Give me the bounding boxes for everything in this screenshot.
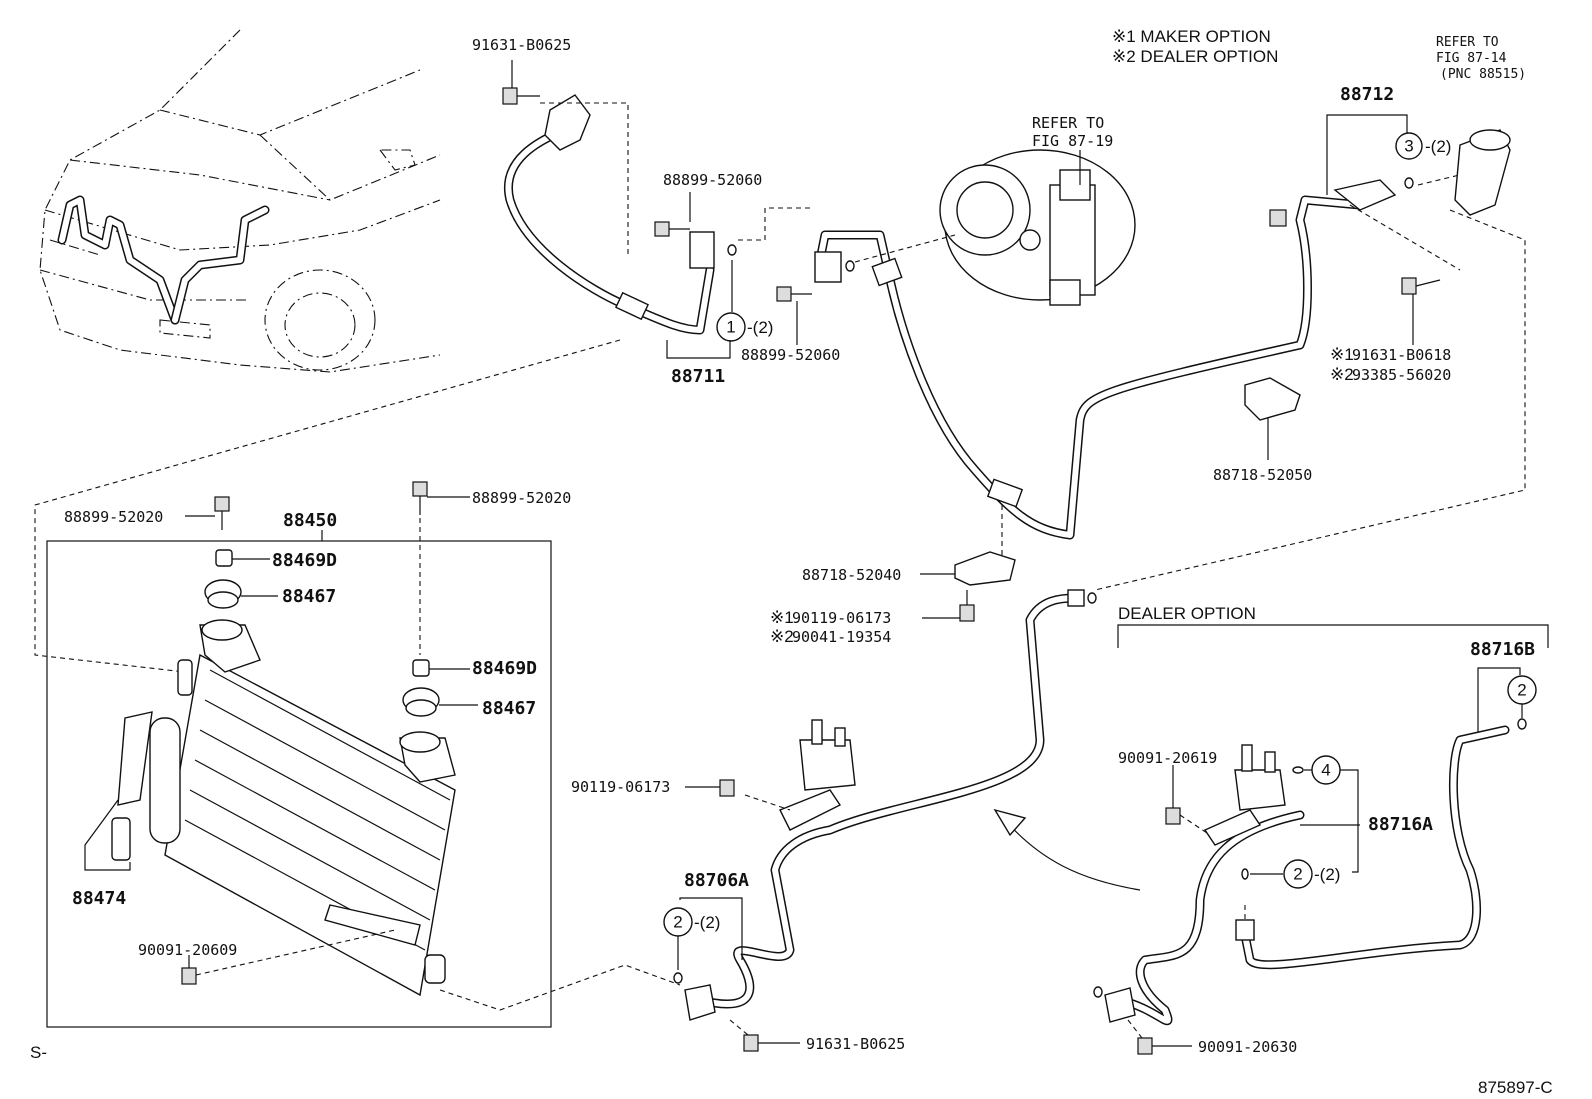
part-90041-19354: 90041-19354 <box>792 628 891 646</box>
pipe-88706A <box>684 589 1097 1021</box>
part-88899-52060-b: 88899-52060 <box>741 346 840 364</box>
callout-2-c-qty: -(2) <box>1314 865 1340 884</box>
part-88711: 88711 <box>671 366 725 387</box>
mark-1-a: ※1 <box>1330 345 1354 364</box>
part-88718-52050: 88718-52050 <box>1213 466 1312 484</box>
pipe-88716B <box>1235 725 1510 970</box>
dealer-option-note: ※2 DEALER OPTION <box>1112 47 1278 66</box>
part-88469D-b: 88469D <box>472 658 537 679</box>
bolt-90091-20619 <box>1165 765 1181 825</box>
refer-to-label-2: REFER TO <box>1436 35 1499 50</box>
compressor <box>939 149 1136 306</box>
part-88712: 88712 <box>1340 84 1394 105</box>
condenser-group-frame <box>46 540 552 1028</box>
hose-88711 <box>503 94 737 335</box>
part-90119-06173-a: 90119-06173 <box>792 609 891 627</box>
part-88716B: 88716B <box>1470 639 1535 660</box>
part-88899-52020-b: 88899-52020 <box>472 489 571 507</box>
clamp-88718-52040 <box>920 551 1016 586</box>
part-90091-20630: 90091-20630 <box>1198 1038 1297 1056</box>
fig-87-14-label: FIG 87-14 <box>1436 51 1507 66</box>
bolt-91631-B0625-bottom <box>743 1034 800 1052</box>
part-88706A: 88706A <box>684 870 749 891</box>
bolt-90091-20630 <box>1137 1037 1192 1055</box>
part-88899-52020-a: 88899-52020 <box>64 508 163 526</box>
bolt-88899-52020-a <box>185 496 230 530</box>
bolt-91631-B0625-top <box>502 60 540 105</box>
part-91631-B0625-bottom: 91631-B0625 <box>806 1035 905 1053</box>
bolt-88899-52060-a <box>654 192 691 237</box>
desiccant-88474 <box>84 711 153 871</box>
callout-2-c <box>1283 859 1313 889</box>
part-90119-06173-b: 90119-06173 <box>571 778 670 796</box>
vehicle-outline <box>39 29 441 373</box>
bolt-90119-06173-b <box>685 779 735 797</box>
illustration-number: 875897-C <box>1478 1078 1553 1097</box>
part-88474: 88474 <box>72 888 126 909</box>
clamp-88718-52050 <box>1244 377 1301 460</box>
pipe-88716A <box>1093 744 1305 1026</box>
callout-4-label: 4 <box>1321 761 1330 780</box>
maker-option-note: ※1 MAKER OPTION <box>1112 27 1271 46</box>
corner-mark-left: S- <box>30 1043 47 1062</box>
callout-3-qty: -(2) <box>1425 137 1451 156</box>
bolt-88899-52020-b <box>412 481 470 515</box>
fig-87-19-label: FIG 87-19 <box>1032 132 1113 150</box>
part-88467-b: 88467 <box>482 698 536 719</box>
receiver-88515 <box>1454 129 1511 216</box>
part-90091-20609: 90091-20609 <box>138 941 237 959</box>
part-88469D-a: 88469D <box>272 550 337 571</box>
mark-2-a: ※2 <box>1330 365 1354 384</box>
mark-1-b: ※1 <box>770 608 794 627</box>
part-91631-B0618: 91631-B0618 <box>1352 346 1451 364</box>
callout-2-a-label: 2 <box>673 913 682 932</box>
callout-1 <box>716 312 746 342</box>
suction-hose <box>814 179 1397 540</box>
callout-3 <box>1395 132 1423 160</box>
part-88467-a: 88467 <box>282 586 336 607</box>
callout-1-label: 1 <box>726 318 735 337</box>
part-88899-52060-a: 88899-52060 <box>663 171 762 189</box>
callout-1-qty: -(2) <box>747 318 773 337</box>
callout-3-label: 3 <box>1404 137 1413 156</box>
bolt-88899-52060-b <box>776 286 812 345</box>
part-88716A: 88716A <box>1368 814 1433 835</box>
condenser-88450 <box>149 619 456 997</box>
part-90091-20619: 90091-20619 <box>1118 749 1217 767</box>
callout-2-c-label: 2 <box>1293 865 1302 884</box>
part-93385-56020: 93385-56020 <box>1352 366 1451 384</box>
bolt-90119-06173-a <box>922 590 975 622</box>
callout-2-b-label: 2 <box>1517 681 1526 700</box>
bolt-91631-B0618 <box>1401 277 1441 345</box>
part-91631-B0625-top: 91631-B0625 <box>472 36 571 54</box>
part-88718-52040: 88718-52040 <box>802 566 901 584</box>
callout-2-a-qty: -(2) <box>694 913 720 932</box>
arrow-head-icon <box>993 808 1027 837</box>
pnc-88515-label: (PNC 88515) <box>1440 67 1526 82</box>
flow-arrow <box>1004 819 1141 891</box>
bolt-90091-20609 <box>181 955 197 985</box>
mark-2-b: ※2 <box>770 627 794 646</box>
refer-to-label: REFER TO <box>1032 114 1104 132</box>
part-88450: 88450 <box>283 510 337 531</box>
dealer-option-label: DEALER OPTION <box>1118 604 1256 623</box>
